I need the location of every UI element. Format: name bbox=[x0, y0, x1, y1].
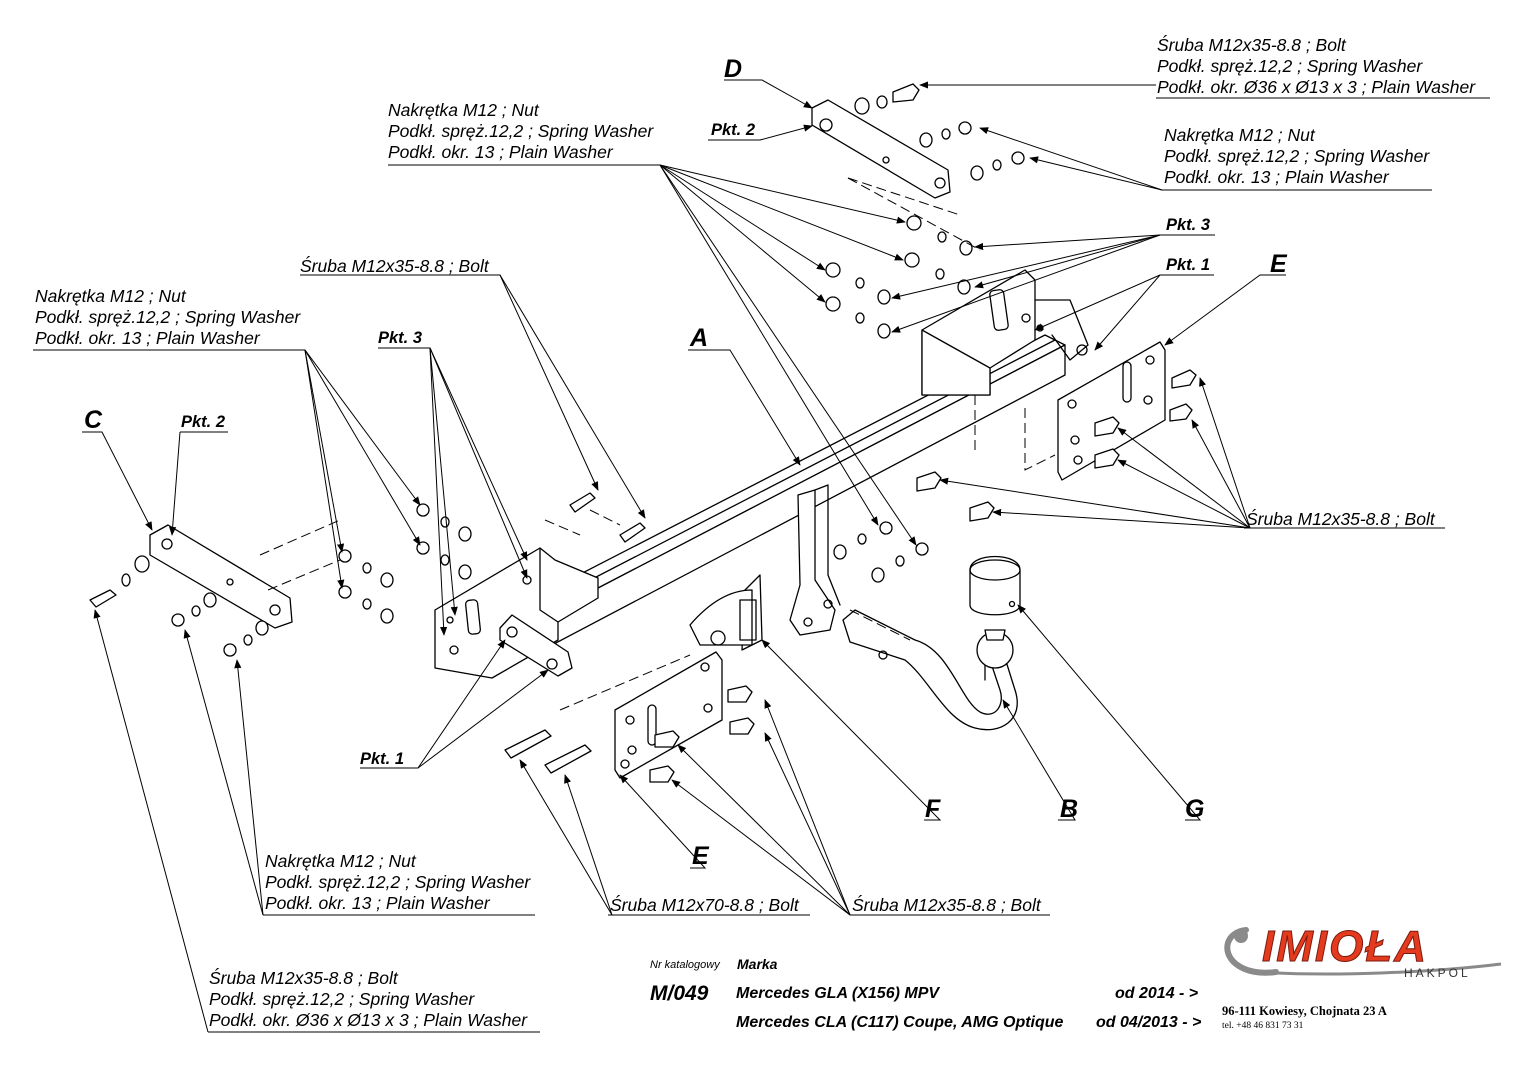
fastener-stacks bbox=[89, 83, 1025, 657]
callout-bottom-bolt-35: Śruba M12x35-8.8 ; Bolt bbox=[852, 895, 1041, 915]
callout-bottom-bolt-70: Śruba M12x70-8.8 ; Bolt bbox=[610, 895, 799, 915]
company-logo-subtitle: HAKPOL bbox=[1404, 966, 1471, 980]
part-letter-b: B bbox=[1060, 795, 1079, 823]
model-1-name: Mercedes GLA (X156) MPV bbox=[736, 985, 940, 1002]
callout-right-bolt: Śruba M12x35-8.8 ; Bolt bbox=[1246, 509, 1435, 529]
callout-left-nut: Nakrętka M12 ; Nut Podkł. spręż.12,2 ; S… bbox=[35, 286, 301, 348]
mounting-plate-d bbox=[811, 99, 951, 199]
point-3-left: Pkt. 3 bbox=[378, 329, 423, 347]
part-letter-g: G bbox=[1185, 795, 1205, 823]
part-letter-e-right: E bbox=[1270, 250, 1287, 278]
point-3-right: Pkt. 3 bbox=[1166, 216, 1211, 234]
point-1-right: Pkt. 1 bbox=[1166, 256, 1211, 274]
callout-top-mid-nut: Nakrętka M12 ; Nut Podkł. spręż.12,2 ; S… bbox=[388, 100, 654, 162]
part-letter-f: F bbox=[925, 795, 941, 823]
ball-cap-g bbox=[969, 555, 1021, 616]
mounting-plate-c bbox=[149, 524, 293, 629]
model-2-name: Mercedes CLA (C117) Coupe, AMG Optique bbox=[736, 1014, 1064, 1031]
mounting-plate-e-right bbox=[1057, 341, 1166, 481]
mounting-plate-e-bottom bbox=[614, 651, 723, 779]
company-logo-text: IMIOŁA bbox=[1262, 922, 1428, 972]
neck-holder-bracket bbox=[789, 484, 841, 636]
catalog-number-label: Nr katalogowy bbox=[650, 959, 720, 971]
point-1-left: Pkt. 1 bbox=[360, 750, 405, 768]
brand-label: Marka bbox=[737, 956, 778, 972]
point-2-c: Pkt. 2 bbox=[181, 413, 226, 431]
tow-ball bbox=[976, 629, 1014, 669]
callout-bottom-left-bolt: Śruba M12x35-8.8 ; Bolt Podkł. spręż.12,… bbox=[209, 968, 528, 1030]
left-side-bracket bbox=[434, 547, 599, 679]
right-side-bracket bbox=[921, 269, 1089, 396]
callout-top-right-bolt: Śruba M12x35-8.8 ; Bolt Podkł. spręż.12,… bbox=[1157, 35, 1476, 97]
part-letter-c: C bbox=[84, 406, 103, 434]
callout-top-right-nut: Nakrętka M12 ; Nut Podkł. spręż.12,2 ; S… bbox=[1164, 125, 1430, 187]
center-socket-plate-f bbox=[689, 574, 763, 651]
catalog-code: M/049 bbox=[650, 982, 709, 1005]
bolts-right-plate bbox=[916, 369, 1197, 522]
bolts-bottom bbox=[504, 685, 755, 783]
part-letter-a: A bbox=[690, 324, 709, 352]
ball-neck-b bbox=[842, 609, 1018, 731]
callout-mid-bolt: Śruba M12x35-8.8 ; Bolt bbox=[300, 256, 489, 276]
callout-bottom-nut: Nakrętka M12 ; Nut Podkł. spręż.12,2 ; S… bbox=[265, 851, 531, 913]
model-2-year: od 04/2013 - > bbox=[1096, 1014, 1202, 1031]
part-letter-d: D bbox=[724, 55, 743, 83]
company-logo-swoosh bbox=[1224, 927, 1502, 976]
point-2-d: Pkt. 2 bbox=[711, 121, 756, 139]
company-address: 96-111 Kowiesy, Chojnata 23 A bbox=[1222, 1004, 1387, 1018]
model-1-year: od 2014 - > bbox=[1115, 985, 1199, 1002]
part-letter-e-bottom: E bbox=[692, 842, 709, 870]
company-phone: tel. +48 46 831 73 31 bbox=[1222, 1021, 1304, 1031]
